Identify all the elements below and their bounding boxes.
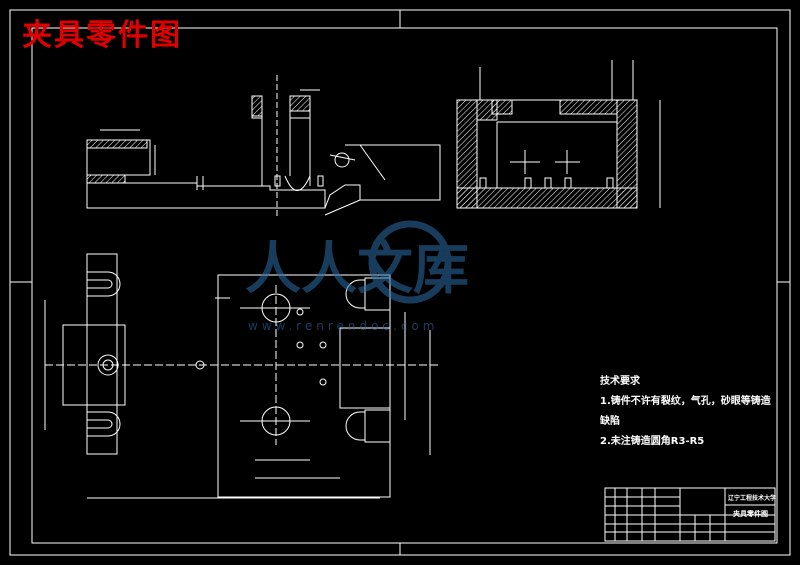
watermark-url: www.renrendoc.com <box>248 319 438 333</box>
technical-requirements: 技术要求 1.铸件不许有裂纹，气孔，砂眼等铸造 缺陷 2.未注铸造圆角R3-R5 <box>600 372 771 452</box>
tech-item-3: 2.未注铸造圆角R3-R5 <box>600 436 705 447</box>
front-view <box>86 75 441 216</box>
title-block-organization: 辽宁工程技术大学 <box>728 495 777 502</box>
banner-title: 夹具零件图 <box>22 18 182 53</box>
tech-heading: 技术要求 <box>600 376 640 387</box>
inner-frame <box>31 27 778 544</box>
title-block <box>604 487 776 542</box>
watermark: 人人文库 www.renrendoc.com <box>245 220 469 333</box>
title-block-drawing-name: 夹具零件图 <box>733 510 768 518</box>
watermark-brand: 人人文库 <box>245 237 469 302</box>
section-view <box>456 60 661 209</box>
tech-item-2: 缺陷 <box>600 416 620 427</box>
tech-item-1: 1.铸件不许有裂纹，气孔，砂眼等铸造 <box>600 396 771 407</box>
top-view <box>44 253 440 499</box>
